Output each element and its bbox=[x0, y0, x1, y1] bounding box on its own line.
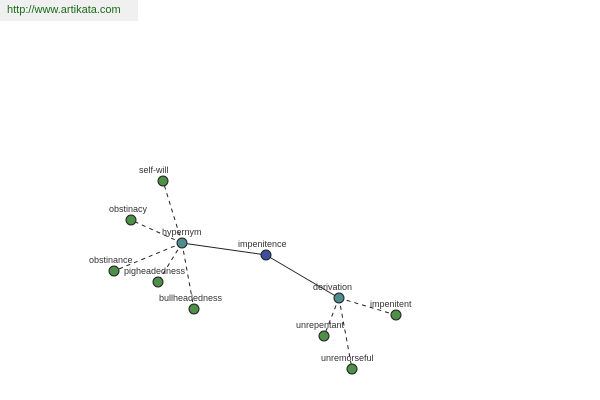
edge-derivation-unrepentant bbox=[323, 297, 340, 337]
url-link[interactable]: http://www.artikata.com bbox=[7, 4, 121, 16]
label-obstinance: obstinance bbox=[89, 255, 133, 265]
nodes-layer bbox=[108, 175, 402, 375]
label-bullheadedness: bullheadedness bbox=[159, 293, 223, 303]
label-obstinacy: obstinacy bbox=[109, 204, 148, 214]
label-unrepentant: unrepentant bbox=[296, 320, 345, 330]
labels-layer: impenitence hypernym derivation self-wil… bbox=[89, 165, 412, 363]
node-unrepentant[interactable] bbox=[318, 330, 330, 342]
node-hypernym[interactable] bbox=[176, 237, 188, 249]
url-bar[interactable]: http://www.artikata.com bbox=[0, 0, 138, 21]
label-hypernym: hypernym bbox=[162, 227, 202, 237]
node-obstinance[interactable] bbox=[108, 265, 120, 277]
node-bullheadedness[interactable] bbox=[188, 303, 200, 315]
edge-hypernym-obstinacy bbox=[130, 219, 183, 244]
label-center: impenitence bbox=[238, 239, 287, 249]
node-unremorseful[interactable] bbox=[346, 363, 358, 375]
edge-hypernym-bullheadedness bbox=[181, 242, 195, 310]
node-self-will[interactable] bbox=[157, 175, 169, 187]
label-derivation: derivation bbox=[313, 282, 352, 292]
edge-hypernym-self-will bbox=[162, 180, 183, 244]
node-impenitent[interactable] bbox=[390, 309, 402, 321]
edge-center-derivation bbox=[265, 254, 340, 299]
label-pigheadedness: pigheadedness bbox=[124, 266, 186, 276]
node-obstinacy[interactable] bbox=[125, 214, 137, 226]
node-derivation[interactable] bbox=[333, 292, 345, 304]
node-center[interactable] bbox=[260, 249, 272, 261]
edge-center-hypernym bbox=[181, 242, 267, 256]
edge-hypernym-pigheadedness bbox=[157, 242, 183, 283]
node-pigheadedness[interactable] bbox=[152, 276, 164, 288]
label-unremorseful: unremorseful bbox=[321, 353, 374, 363]
edges-layer bbox=[113, 180, 397, 370]
label-self-will: self-will bbox=[139, 165, 169, 175]
edge-derivation-impenitent bbox=[338, 297, 397, 316]
label-impenitent: impenitent bbox=[370, 299, 412, 309]
